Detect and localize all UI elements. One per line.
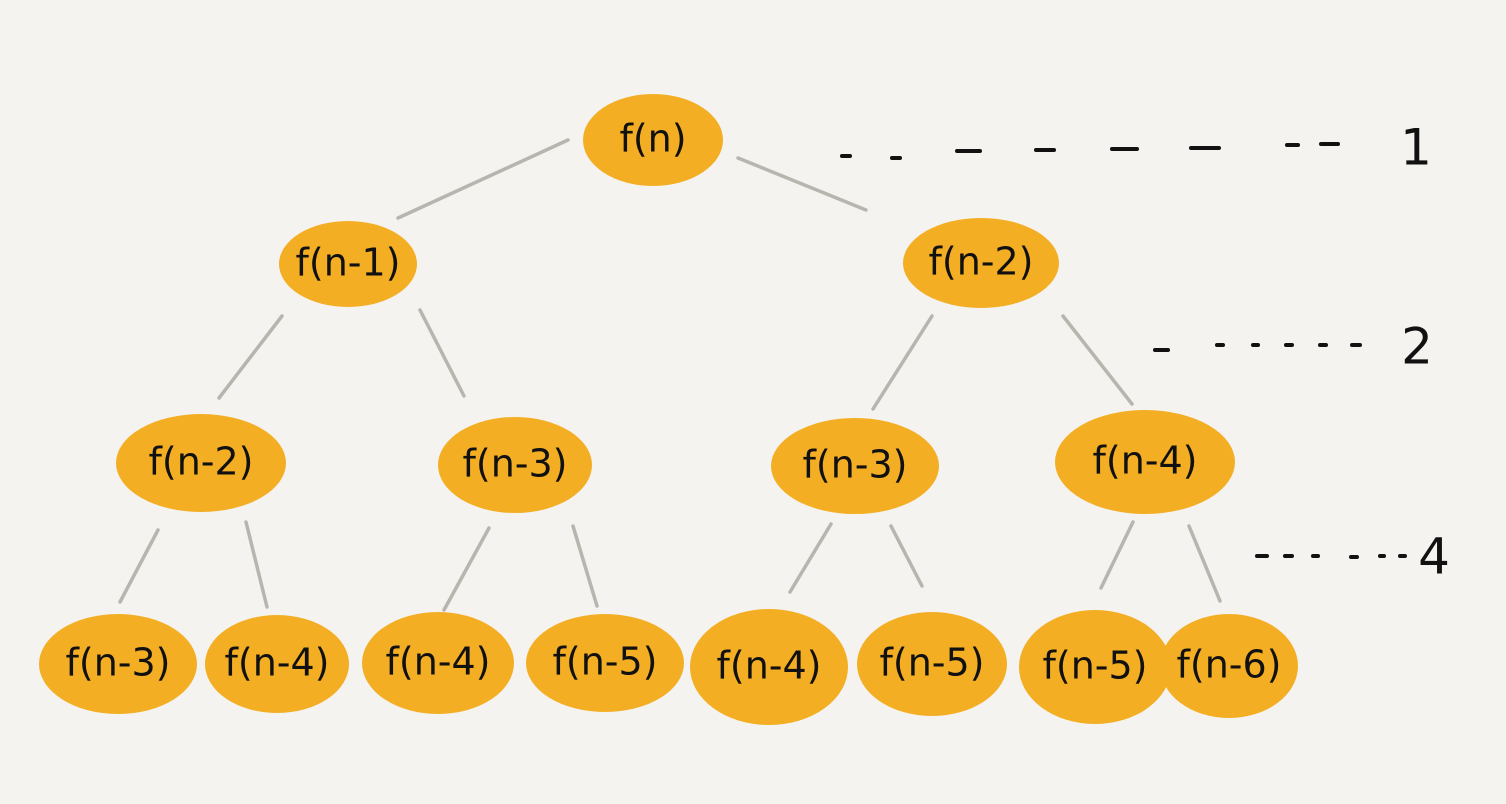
level-count-4: 4 bbox=[1418, 528, 1450, 586]
edge-l3d-left bbox=[1099, 520, 1135, 590]
edge-l2b-right bbox=[1061, 314, 1134, 406]
level-leader-4 bbox=[1255, 554, 1407, 559]
node-level-4-4-label: f(n-5) bbox=[552, 640, 657, 684]
level-leader-2 bbox=[1153, 343, 1362, 352]
node-root-label: f(n) bbox=[619, 117, 686, 161]
node-level-4-6: f(n-5) bbox=[857, 612, 1007, 716]
node-level-4-8-label: f(n-6) bbox=[1176, 643, 1281, 687]
level-indicators: 1 2 4 bbox=[840, 119, 1450, 586]
node-level-4-7-label: f(n-5) bbox=[1042, 644, 1147, 688]
node-level-4-3: f(n-4) bbox=[362, 612, 514, 714]
tree-nodes: f(n) f(n-1) f(n-2) f(n-2) f(n-3) f(n-3) bbox=[39, 94, 1298, 725]
node-level-3-3: f(n-3) bbox=[771, 418, 939, 514]
level-leader-1 bbox=[840, 142, 1340, 160]
node-level-3-1: f(n-2) bbox=[116, 414, 286, 512]
edge-l3a-left bbox=[118, 528, 160, 604]
level-count-1: 1 bbox=[1400, 119, 1432, 177]
node-level-2-left-label: f(n-1) bbox=[295, 241, 400, 285]
node-level-3-4-label: f(n-4) bbox=[1092, 439, 1197, 483]
edge-l3a-right bbox=[244, 520, 269, 609]
node-level-4-6-label: f(n-5) bbox=[879, 641, 984, 685]
edge-l2a-right bbox=[418, 308, 466, 398]
tree-edges bbox=[118, 138, 1222, 612]
node-level-4-5-label: f(n-4) bbox=[716, 644, 821, 688]
edge-root-right bbox=[736, 156, 868, 212]
node-level-4-1-label: f(n-3) bbox=[65, 641, 170, 685]
level-count-2: 2 bbox=[1401, 318, 1433, 376]
node-level-4-8: f(n-6) bbox=[1160, 614, 1298, 718]
node-root: f(n) bbox=[583, 94, 723, 186]
node-level-4-5: f(n-4) bbox=[690, 609, 848, 725]
node-level-3-2-label: f(n-3) bbox=[462, 442, 567, 486]
node-level-4-2: f(n-4) bbox=[205, 615, 349, 713]
edge-l3b-right bbox=[571, 524, 599, 608]
node-level-3-4: f(n-4) bbox=[1055, 410, 1235, 514]
node-level-4-7: f(n-5) bbox=[1019, 610, 1171, 724]
edge-l3b-left bbox=[442, 526, 491, 612]
edge-l3d-right bbox=[1187, 524, 1222, 603]
node-level-2-right: f(n-2) bbox=[903, 218, 1059, 308]
edge-root-left bbox=[396, 138, 570, 220]
edge-l3c-right bbox=[889, 524, 924, 588]
node-level-3-2: f(n-3) bbox=[438, 417, 592, 513]
edge-l2a-left bbox=[217, 314, 284, 400]
edge-l3c-left bbox=[788, 522, 833, 594]
node-level-4-3-label: f(n-4) bbox=[385, 640, 490, 684]
node-level-3-1-label: f(n-2) bbox=[148, 440, 253, 484]
node-level-2-left: f(n-1) bbox=[279, 221, 417, 307]
node-level-4-4: f(n-5) bbox=[526, 614, 684, 712]
node-level-3-3-label: f(n-3) bbox=[802, 443, 907, 487]
node-level-4-1: f(n-3) bbox=[39, 614, 197, 714]
edge-l2b-left bbox=[871, 314, 934, 411]
node-level-4-2-label: f(n-4) bbox=[224, 641, 329, 685]
node-level-2-right-label: f(n-2) bbox=[928, 240, 1033, 284]
